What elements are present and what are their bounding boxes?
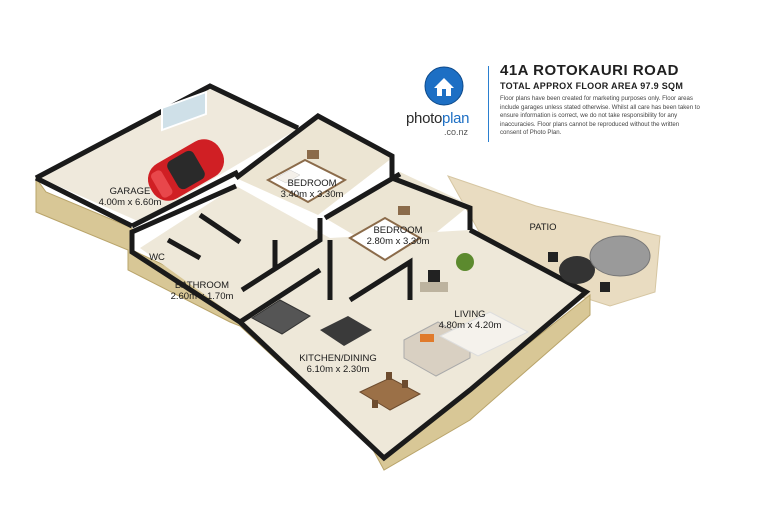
living-label: LIVING xyxy=(454,309,485,320)
bedroom1-label: BEDROOM xyxy=(287,178,336,189)
kitchen-size: 6.10m x 2.30m xyxy=(307,364,370,375)
bedside-2 xyxy=(398,206,410,215)
bedroom1-size: 3.40m x 3.30m xyxy=(281,189,344,200)
living-size: 4.80m x 4.20m xyxy=(439,320,502,331)
disclaimer-text: Floor plans have been created for market… xyxy=(500,95,700,137)
bedroom2-size: 2.80m x 3.30m xyxy=(367,236,430,247)
patio-label: PATIO xyxy=(529,222,556,233)
bathroom-size: 2.60m x 1.70m xyxy=(171,291,234,302)
car xyxy=(147,139,225,201)
patio-umbrella xyxy=(589,235,651,277)
tv xyxy=(428,270,440,282)
garage-window xyxy=(161,90,207,132)
kitchen-island xyxy=(320,316,372,346)
patio-table xyxy=(559,256,595,284)
rug xyxy=(438,311,530,357)
garage-size: 4.00m x 6.60m xyxy=(99,197,162,208)
dining-table xyxy=(358,372,422,411)
bathroom-label: BATHROOM xyxy=(175,280,229,291)
bedroom2-label: BEDROOM xyxy=(373,225,422,236)
kitchen-counter xyxy=(251,299,311,335)
floor-area-subtitle: TOTAL APPROX FLOOR AREA 97.9 SQM xyxy=(500,81,684,91)
garage-floor xyxy=(40,88,296,222)
logo-domain: .co.nz xyxy=(444,127,469,137)
patio-chair xyxy=(600,282,610,292)
header-divider xyxy=(488,66,489,142)
bedside-1 xyxy=(307,150,319,159)
patio-chair xyxy=(548,252,558,262)
logo-wordmark: photoplan xyxy=(406,110,470,127)
main-floor xyxy=(140,186,585,455)
wc-label: WC xyxy=(149,252,165,263)
house-globe-icon xyxy=(424,66,464,106)
garage-label: GARAGE xyxy=(110,186,151,197)
bed-1 xyxy=(265,158,348,204)
wall-tops xyxy=(34,83,591,462)
bed-2 xyxy=(348,216,422,262)
tv-unit xyxy=(420,282,448,292)
photoplan-logo: photoplan .co.nz xyxy=(406,64,482,144)
property-title: 41A ROTOKAURI ROAD xyxy=(500,62,680,79)
plant xyxy=(456,253,474,271)
kitchen-label: KITCHEN/DINING xyxy=(299,353,377,364)
